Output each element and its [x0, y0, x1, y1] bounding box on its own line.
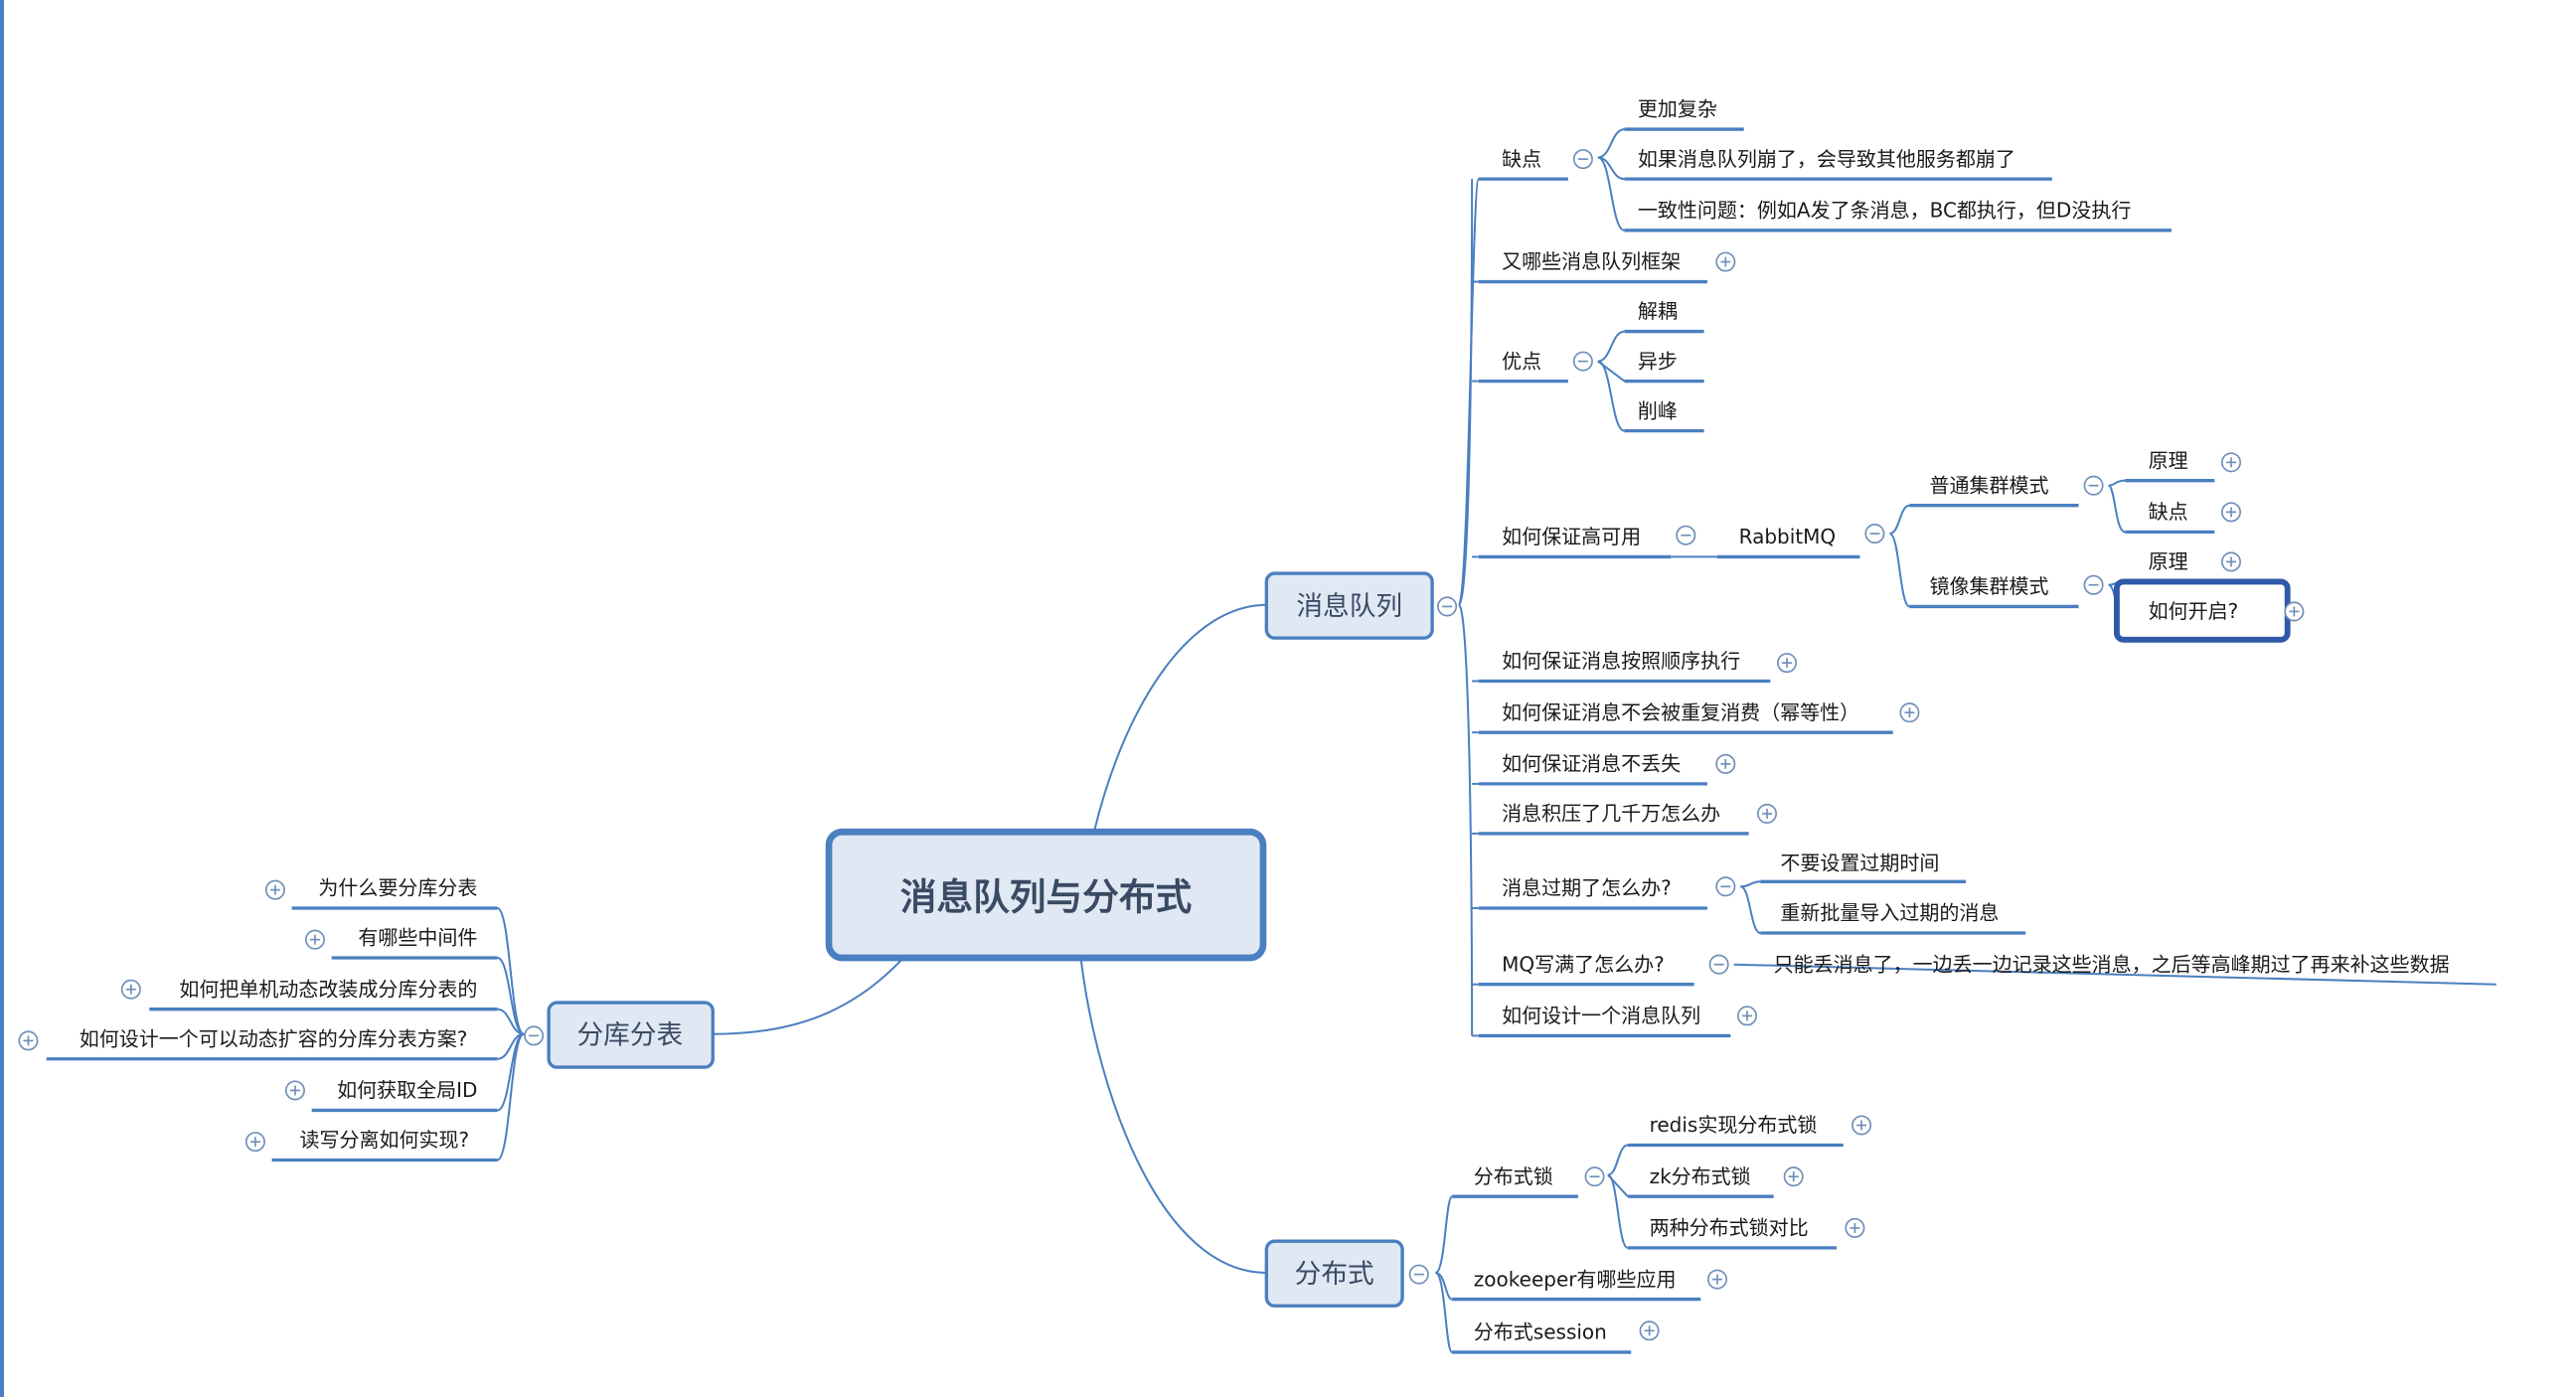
- collapse-icon[interactable]: [2083, 574, 2104, 595]
- connectors: [496, 128, 2496, 1353]
- expand-icon[interactable]: [284, 1080, 305, 1101]
- collapse-icon[interactable]: [1572, 149, 1593, 170]
- node-zookeeper[interactable]: zookeeper有哪些应用: [1474, 1267, 1677, 1291]
- expand-icon[interactable]: [2284, 601, 2305, 622]
- expand-icon[interactable]: [1639, 1320, 1660, 1341]
- expand-icon[interactable]: [120, 979, 141, 1000]
- expand-icon[interactable]: [2221, 551, 2242, 572]
- expand-icon[interactable]: [244, 1132, 265, 1153]
- central-topic-label: 消息队列与分布式: [900, 876, 1193, 919]
- node-expired-2[interactable]: 重新批量导入过期的消息: [1780, 901, 1999, 925]
- expand-icon[interactable]: [1783, 1166, 1804, 1187]
- node-backlog[interactable]: 消息积压了几千万怎么办: [1502, 802, 1720, 826]
- node-shard-6[interactable]: 读写分离如何实现?: [299, 1128, 469, 1152]
- node-shard-4[interactable]: 如何设计一个可以动态扩容的分库分表方案?: [80, 1026, 468, 1050]
- node-cons-3[interactable]: 一致性问题：例如A发了条消息，BC都执行，但D没执行: [1638, 198, 2131, 222]
- node-pros-1[interactable]: 解耦: [1638, 299, 1678, 323]
- expand-icon[interactable]: [1715, 753, 1736, 774]
- expand-icon[interactable]: [264, 879, 285, 900]
- node-cons-2[interactable]: 如果消息队列崩了，会导致其他服务都崩了: [1638, 147, 2015, 171]
- expand-icon[interactable]: [18, 1030, 39, 1051]
- collapse-icon[interactable]: [524, 1025, 545, 1046]
- node-shard-3[interactable]: 如何把单机动态改装成分库分表的: [179, 977, 477, 1001]
- node-shard-1[interactable]: 为什么要分库分表: [318, 876, 477, 900]
- topic-node-message-queue[interactable]: [1264, 571, 1434, 640]
- node-cons-1[interactable]: 更加复杂: [1638, 97, 1717, 121]
- node-cons[interactable]: 缺点: [1502, 147, 1541, 171]
- node-shard-5[interactable]: 如何获取全局ID: [337, 1078, 477, 1102]
- node-shard-2[interactable]: 有哪些中间件: [358, 926, 477, 950]
- node-loss[interactable]: 如何保证消息不丢失: [1502, 752, 1681, 776]
- topic-label-sharding: 分库分表: [577, 1020, 684, 1051]
- collapse-icon[interactable]: [2083, 475, 2104, 496]
- expand-icon[interactable]: [1845, 1217, 1865, 1238]
- topic-node-distributed[interactable]: [1264, 1239, 1404, 1308]
- node-dist-lock-zk[interactable]: zk分布式锁: [1650, 1164, 1751, 1188]
- node-idempotent[interactable]: 如何保证消息不会被重复消费（幂等性）: [1502, 700, 1859, 724]
- expand-icon[interactable]: [1715, 251, 1736, 272]
- node-normal-cons[interactable]: 缺点: [2149, 500, 2188, 524]
- node-normal-principle[interactable]: 原理: [2149, 448, 2188, 472]
- topic-label-message-queue: 消息队列: [1296, 591, 1402, 622]
- node-ha[interactable]: 如何保证高可用: [1502, 525, 1641, 548]
- expand-icon[interactable]: [1736, 1006, 1758, 1026]
- node-dist-session[interactable]: 分布式session: [1474, 1320, 1607, 1344]
- canvas-left-border: [0, 0, 4, 1397]
- central-topic-node[interactable]: [825, 828, 1267, 962]
- node-dist-lock-compare[interactable]: 两种分布式锁对比: [1650, 1216, 1809, 1240]
- topic-node-sharding[interactable]: [547, 1001, 715, 1069]
- topic-label-distributed: 分布式: [1295, 1259, 1374, 1290]
- node-mirror-enable[interactable]: 如何开启?: [2149, 599, 2239, 623]
- expand-icon[interactable]: [2221, 452, 2242, 473]
- node-expired-1[interactable]: 不要设置过期时间: [1780, 852, 1939, 875]
- node-expired[interactable]: 消息过期了怎么办?: [1502, 876, 1672, 900]
- expand-icon[interactable]: [2221, 502, 2242, 523]
- node-frameworks[interactable]: 又哪些消息队列框架: [1502, 249, 1681, 273]
- collapse-icon[interactable]: [1408, 1264, 1429, 1285]
- node-dist-lock-redis[interactable]: redis实现分布式锁: [1650, 1113, 1818, 1137]
- topic-underlines: [46, 127, 2215, 1354]
- node-normal-cluster[interactable]: 普通集群模式: [1929, 473, 2048, 497]
- node-full-answer[interactable]: 只能丢消息了，一边丢一边记录这些消息，之后等高峰期过了再来补这些数据: [1774, 952, 2450, 976]
- expand-icon[interactable]: [1777, 653, 1798, 674]
- node-mirror-cluster[interactable]: 镜像集群模式: [1929, 574, 2048, 598]
- expand-icon[interactable]: [304, 929, 325, 950]
- collapse-icon[interactable]: [1584, 1166, 1605, 1187]
- expand-icon[interactable]: [1706, 1269, 1727, 1290]
- node-order[interactable]: 如何保证消息按照顺序执行: [1502, 649, 1740, 673]
- node-rabbitmq[interactable]: RabbitMQ: [1739, 525, 1837, 548]
- node-pros-2[interactable]: 异步: [1638, 349, 1678, 373]
- expand-icon[interactable]: [1757, 803, 1778, 824]
- collapse-icon[interactable]: [1437, 596, 1458, 617]
- expand-icon[interactable]: [1852, 1115, 1872, 1136]
- node-dist-lock[interactable]: 分布式锁: [1474, 1164, 1553, 1188]
- node-pros[interactable]: 优点: [1502, 349, 1541, 373]
- node-pros-3[interactable]: 削峰: [1638, 398, 1678, 422]
- expand-icon[interactable]: [1899, 702, 1920, 723]
- collapse-icon[interactable]: [1708, 954, 1729, 975]
- collapse-icon[interactable]: [1864, 524, 1885, 544]
- collapse-icon[interactable]: [1572, 351, 1593, 372]
- collapse-icon[interactable]: [1676, 525, 1696, 545]
- collapse-icon[interactable]: [1715, 876, 1736, 897]
- node-full[interactable]: MQ写满了怎么办?: [1502, 952, 1665, 976]
- node-mirror-principle[interactable]: 原理: [2149, 549, 2188, 573]
- node-design[interactable]: 如何设计一个消息队列: [1502, 1004, 1700, 1027]
